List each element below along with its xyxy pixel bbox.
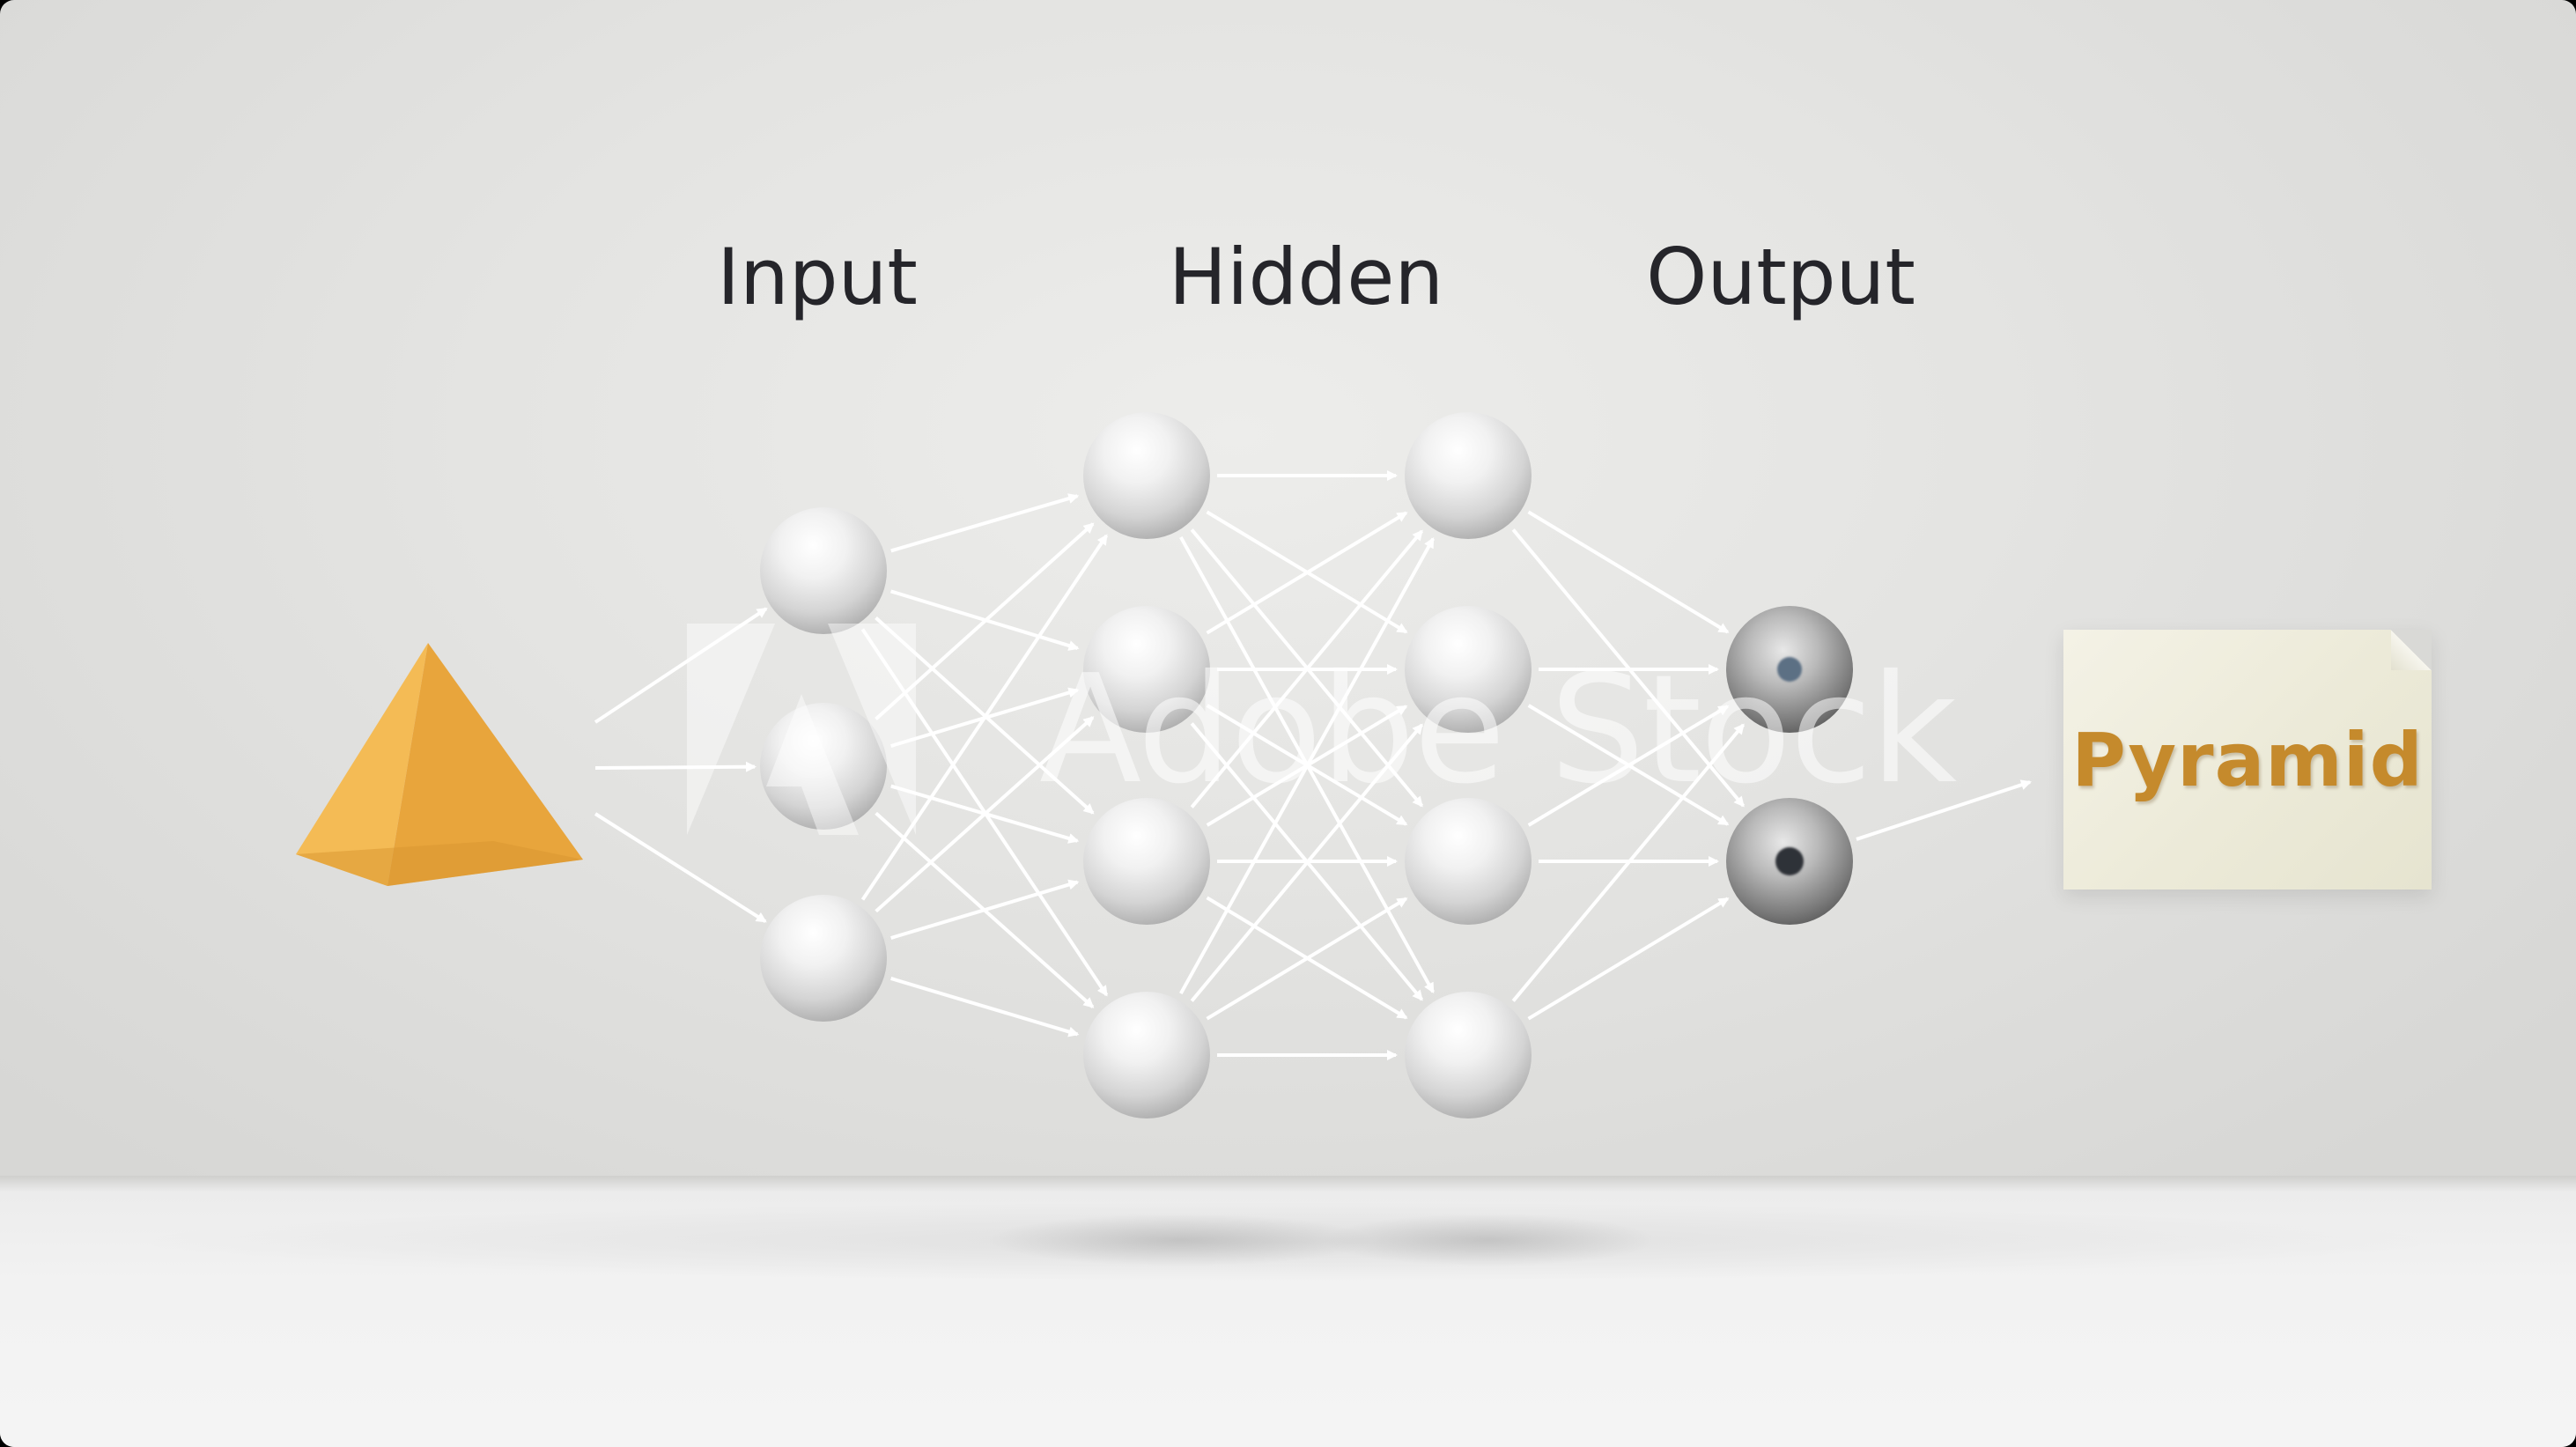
connection-arrow (875, 522, 1095, 720)
hidden-node (1405, 992, 1532, 1118)
hidden-node (1405, 606, 1532, 733)
connection-arrow (1527, 705, 1730, 827)
result-card: Pyramid (2063, 630, 2432, 890)
floor-shadow (986, 1214, 1374, 1266)
input-arrow (594, 607, 768, 724)
nodes (760, 412, 1853, 1118)
connection-arrow (875, 716, 1095, 913)
input-layer-label: Input (717, 232, 918, 322)
floor (0, 1176, 2576, 1447)
hidden-node (1083, 798, 1210, 925)
floor-shadow (123, 1202, 2448, 1281)
input-arrow (594, 812, 767, 923)
connection-arrow (1527, 897, 1730, 1021)
input-node (760, 703, 887, 830)
page-fold (2391, 630, 2432, 670)
hidden-layer-label: Hidden (1169, 232, 1443, 322)
floor-shadow (1321, 1214, 1656, 1266)
hidden-node (1083, 992, 1210, 1118)
hidden-node (1083, 412, 1210, 539)
hidden-node (1405, 798, 1532, 925)
connection-arrow (890, 879, 1080, 940)
hidden-node (1083, 606, 1210, 733)
connection-arrow (890, 977, 1080, 1037)
output-node (1726, 798, 1853, 925)
input-node (760, 895, 887, 1022)
connection-arrow (1190, 529, 1424, 808)
connection-arrow (1206, 511, 1408, 635)
connections (594, 470, 2032, 1060)
connection-arrow (1190, 723, 1424, 1002)
connection-arrow (860, 534, 1109, 901)
result-label: Pyramid (2071, 716, 2424, 803)
connection-arrow (1511, 723, 1746, 1002)
connection-arrow (1179, 536, 1435, 995)
input-arrow (594, 761, 757, 772)
pyramid-icon (296, 643, 583, 886)
hidden-node (1405, 412, 1532, 539)
connection-arrow (1206, 897, 1408, 1021)
output-arrow (1856, 779, 2032, 841)
input-node (760, 507, 887, 634)
connection-arrow (890, 493, 1080, 553)
output-node (1726, 606, 1853, 733)
connection-arrow (1527, 510, 1730, 634)
output-layer-label: Output (1646, 232, 1915, 322)
